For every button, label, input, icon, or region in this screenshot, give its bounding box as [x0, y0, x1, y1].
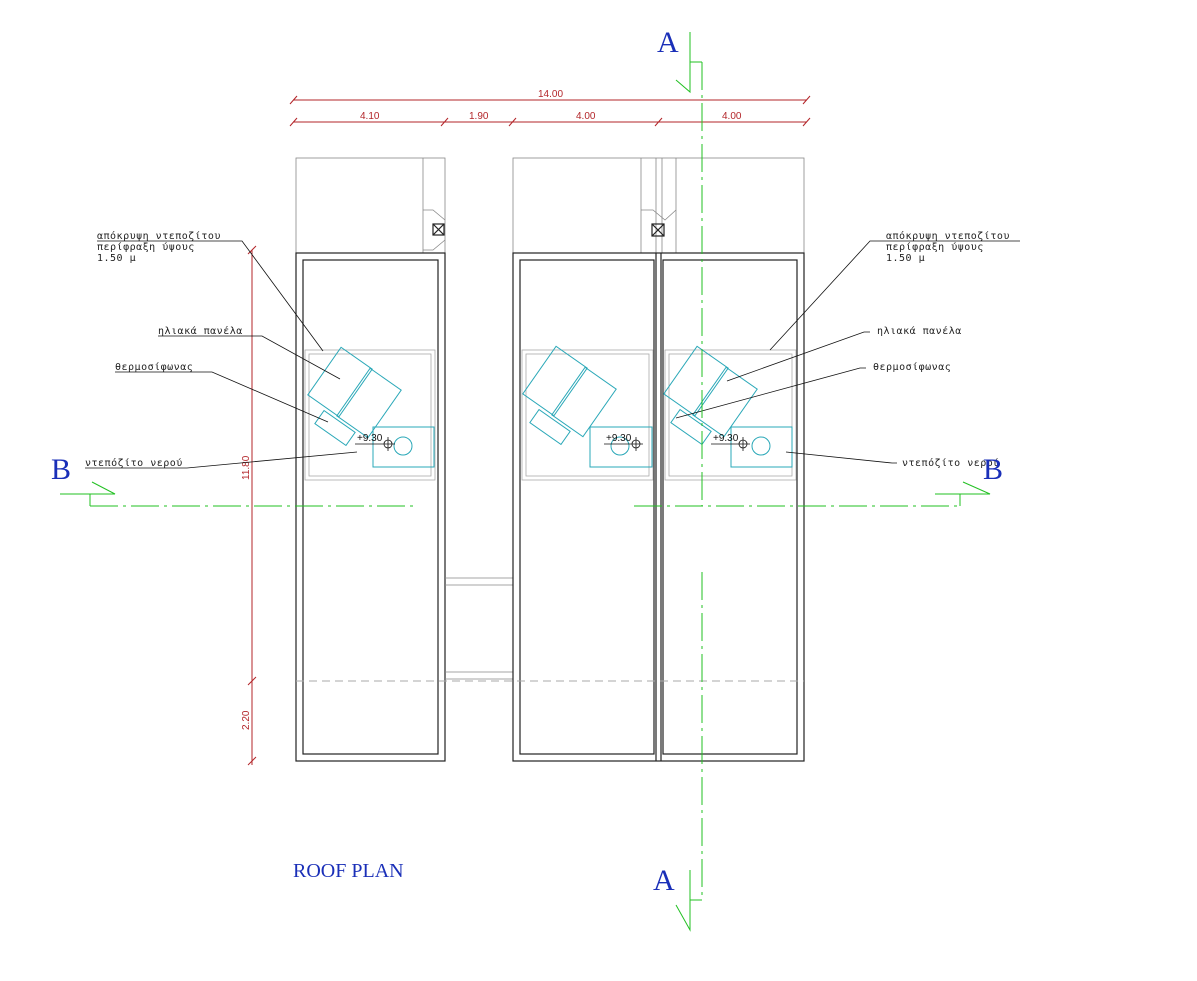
- dimension-vertical-1: 11.80: [241, 455, 252, 480]
- label-fence-value-right: 1.50 μ: [886, 253, 925, 264]
- dimension-overall: 14.00: [538, 89, 563, 100]
- water-tank-right: [730, 426, 793, 468]
- section-marker-b-right: B: [983, 453, 1003, 486]
- section-marker-a-bottom: A: [653, 864, 675, 897]
- dimension-segment-3: 4.00: [576, 111, 596, 122]
- water-tank-left: [372, 426, 435, 468]
- elevation-marker-right: +9.30: [711, 433, 750, 451]
- elevation-marker-middle: +9.30: [604, 433, 643, 451]
- section-axis-b: [60, 481, 991, 507]
- label-fence-height-right: περίφραξη ύψους: [886, 241, 984, 253]
- elevation-marker-left: +9.30: [355, 433, 395, 451]
- label-fence-value-left: 1.50 μ: [97, 253, 136, 264]
- elevation-label: +9.30: [713, 433, 739, 444]
- water-tank-middle: [589, 426, 653, 468]
- solar-panels-middle: [522, 345, 617, 438]
- section-marker-b-left: B: [51, 453, 71, 486]
- label-tank-cover-right: απόκρυψη ντεποζίτου: [886, 230, 1010, 242]
- solar-panels-right: [663, 345, 758, 438]
- solar-panels-left: [307, 346, 402, 439]
- label-water-tank-left: ντεπόζίτο νερού: [85, 457, 183, 469]
- label-water-tank-right: ντεπόζίτο νερού: [902, 457, 1000, 469]
- link-corridor: [445, 577, 513, 680]
- plan-title: ROOF PLAN: [293, 860, 404, 882]
- dimension-vertical-2: 2.20: [241, 710, 252, 730]
- label-solar-panels-left: ηλιακά πανέλα: [158, 325, 243, 337]
- label-thermosiphon-left: θερμοσίφωνας: [115, 361, 193, 373]
- thermosiphon-left: [314, 409, 356, 447]
- dimension-segment-1: 4.10: [360, 111, 380, 122]
- section-marker-a-top: A: [657, 26, 679, 59]
- thermosiphon-middle: [529, 408, 571, 446]
- label-fence-height-left: περίφραξη ύψους: [97, 241, 195, 253]
- label-thermosiphon-right: θερμοσίφωνας: [873, 361, 951, 373]
- elevation-label: +9.30: [357, 433, 383, 444]
- annotations-left: απόκρυψη ντεποζίτου περίφραξη ύψους 1.50…: [85, 230, 358, 469]
- dimension-segment-4: 4.00: [722, 111, 742, 122]
- section-axis-a: [675, 32, 703, 932]
- dimension-chain-horizontal: 14.00 4.10 1.90 4.00 4.00: [289, 89, 811, 127]
- building-right: [512, 157, 805, 762]
- annotations-right: απόκρυψη ντεποζίτου περίφραξη ύψους 1.50…: [675, 230, 1020, 469]
- thermosiphon-right: [670, 408, 712, 446]
- label-tank-cover-left: απόκρυψη ντεποζίτου: [97, 230, 221, 242]
- label-solar-panels-right: ηλιακά πανέλα: [877, 325, 962, 337]
- dimension-segment-2: 1.90: [469, 111, 489, 122]
- elevation-label: +9.30: [606, 433, 632, 444]
- building-left: [295, 157, 446, 762]
